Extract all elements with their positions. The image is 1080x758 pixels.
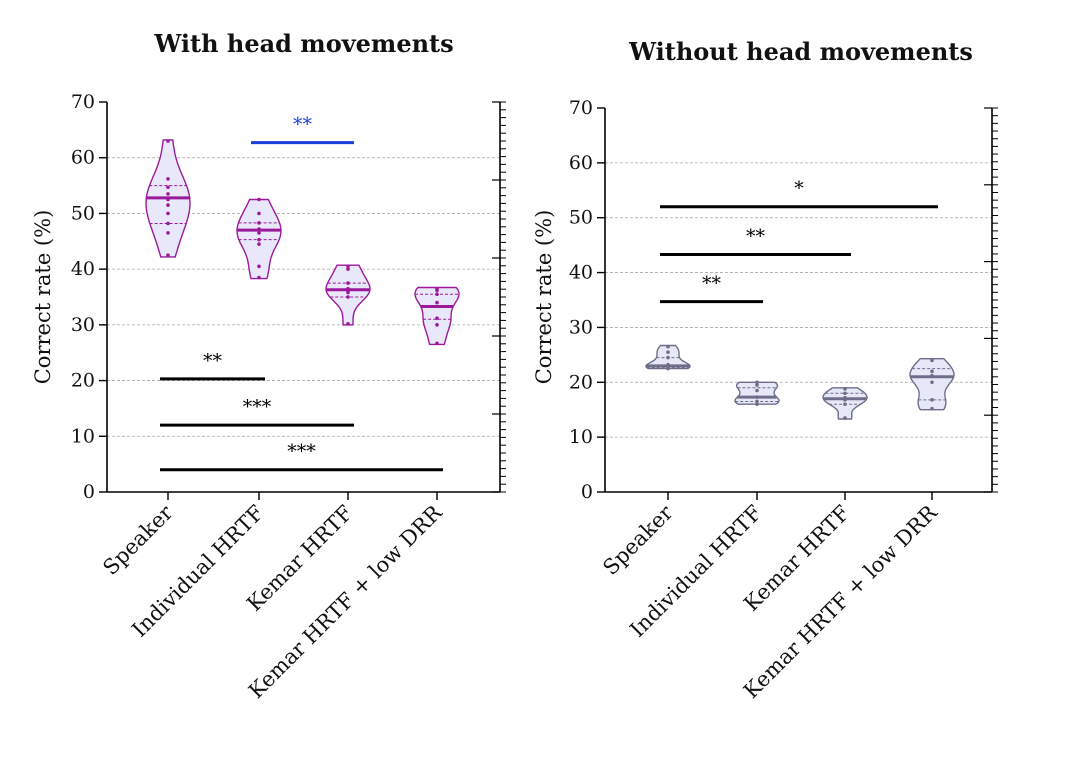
data-point (930, 373, 934, 378)
data-point (755, 388, 759, 393)
data-point (435, 300, 439, 305)
data-point (166, 231, 170, 235)
data-point (346, 267, 350, 271)
data-point (166, 177, 170, 181)
y-axis-label: Correct rate (%) (31, 210, 55, 385)
y-tick-label: 70 (569, 97, 593, 119)
data-point (930, 380, 934, 385)
y-tick-label: 40 (71, 258, 95, 280)
data-point (435, 286, 439, 291)
data-point (666, 344, 670, 349)
y-tick-label: 0 (83, 481, 95, 503)
data-point (755, 402, 759, 407)
data-point (166, 211, 170, 216)
y-tick-label: 20 (71, 370, 95, 392)
data-point (346, 321, 350, 326)
data-point (930, 406, 934, 411)
data-point (346, 295, 350, 299)
data-point (166, 192, 170, 196)
data-point (755, 395, 759, 399)
data-point (666, 362, 670, 367)
data-point (843, 395, 847, 400)
data-point (930, 358, 934, 363)
data-point (257, 197, 261, 202)
data-point (755, 399, 759, 404)
data-point (166, 253, 170, 258)
violin-body (414, 286, 460, 346)
violin-body (325, 264, 371, 326)
data-point (930, 369, 934, 374)
y-tick-label: 70 (71, 91, 95, 113)
panel-title: Without head movements (628, 37, 973, 66)
data-point (166, 203, 170, 207)
data-point (755, 383, 759, 387)
data-point (166, 185, 170, 190)
x-tick-label: Speaker (98, 500, 178, 580)
data-point (435, 323, 439, 327)
data-point (257, 231, 261, 235)
significance-label: * (794, 178, 804, 200)
x-tick-label: Speaker (598, 500, 678, 580)
data-point (166, 221, 170, 226)
data-point (435, 341, 439, 346)
data-point (346, 281, 350, 285)
significance-label: *** (243, 396, 272, 418)
data-point (257, 237, 261, 242)
data-point (755, 380, 759, 385)
x-tick-label: Kemar HRTF + low DRR (244, 500, 447, 703)
data-point (257, 227, 261, 231)
y-tick-label: 60 (71, 147, 95, 169)
y-tick-label: 60 (569, 152, 593, 174)
significance-label: ** (746, 225, 766, 247)
y-tick-label: 0 (581, 481, 593, 503)
y-tick-label: 20 (569, 371, 593, 393)
data-point (666, 355, 670, 360)
violin-body (909, 358, 955, 411)
y-tick-label: 40 (569, 262, 593, 284)
data-point (435, 292, 439, 297)
y-tick-label: 50 (71, 202, 95, 224)
y-tick-label: 50 (569, 207, 593, 229)
y-tick-label: 10 (569, 426, 593, 448)
data-point (257, 264, 261, 269)
panel-with-head-movements: With head movements Correct rate (%) 0 10… (31, 29, 506, 703)
data-point (346, 286, 350, 291)
y-tick-label: 30 (71, 314, 95, 336)
y-tick-label: 10 (71, 425, 95, 447)
data-point (666, 350, 670, 354)
data-point (166, 139, 170, 143)
data-point (257, 275, 261, 280)
y-axis-label: Correct rate (%) (532, 210, 556, 385)
data-point (346, 264, 350, 269)
panel-without-head-movements: Without head movements Correct rate (%) … (532, 37, 998, 703)
data-point (843, 387, 847, 391)
data-point (166, 197, 170, 202)
significance-label: ** (702, 273, 722, 295)
panel-title: With head movements (153, 29, 453, 58)
y-tick-label: 30 (569, 316, 593, 338)
data-point (843, 416, 847, 420)
data-point (930, 398, 934, 402)
significance-label: ** (203, 350, 223, 372)
data-point (435, 316, 439, 320)
data-point (257, 242, 261, 246)
data-point (843, 402, 847, 407)
data-point (843, 391, 847, 396)
data-point (257, 211, 261, 216)
data-point (257, 221, 261, 225)
significance-label: *** (287, 441, 316, 463)
significance-label: ** (293, 114, 313, 136)
